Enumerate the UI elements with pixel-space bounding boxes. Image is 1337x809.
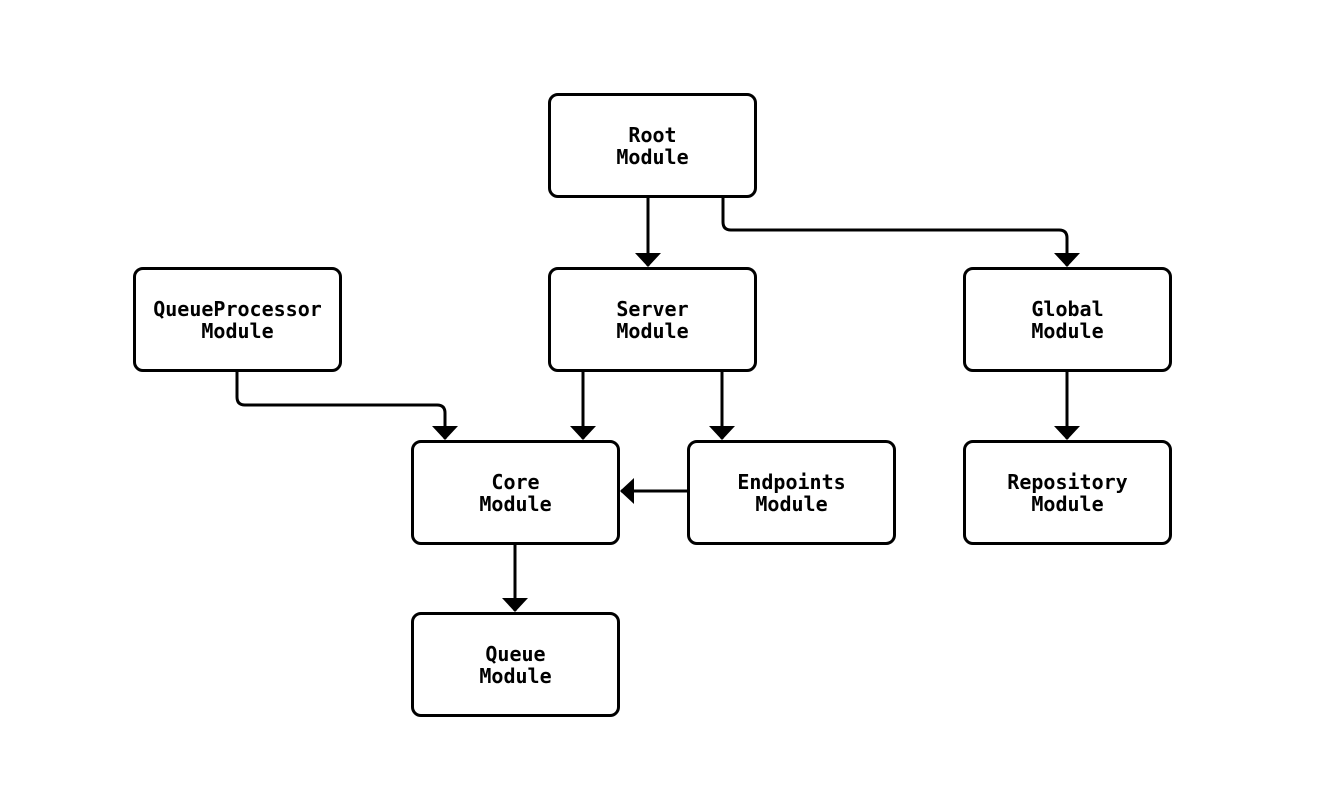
node-repository-module: Repository Module bbox=[963, 440, 1172, 545]
node-label: QueueProcessor Module bbox=[153, 296, 322, 343]
node-root-module: Root Module bbox=[548, 93, 757, 198]
edge-queueprocessor-to-core bbox=[235, 372, 458, 440]
node-label: Root Module bbox=[616, 122, 689, 169]
node-label: Global Module bbox=[1031, 296, 1104, 343]
node-label: Server Module bbox=[616, 296, 689, 343]
node-label: Queue Module bbox=[479, 641, 552, 688]
node-queue-module: Queue Module bbox=[411, 612, 620, 717]
node-server-module: Server Module bbox=[548, 267, 757, 372]
edge-root-to-global bbox=[721, 198, 1080, 267]
node-core-module: Core Module bbox=[411, 440, 620, 545]
node-queueprocessor-module: QueueProcessor Module bbox=[133, 267, 342, 372]
node-endpoints-module: Endpoints Module bbox=[687, 440, 896, 545]
node-label: Repository Module bbox=[1007, 469, 1128, 516]
node-label: Core Module bbox=[479, 469, 552, 516]
node-global-module: Global Module bbox=[963, 267, 1172, 372]
node-label: Endpoints Module bbox=[737, 469, 846, 516]
